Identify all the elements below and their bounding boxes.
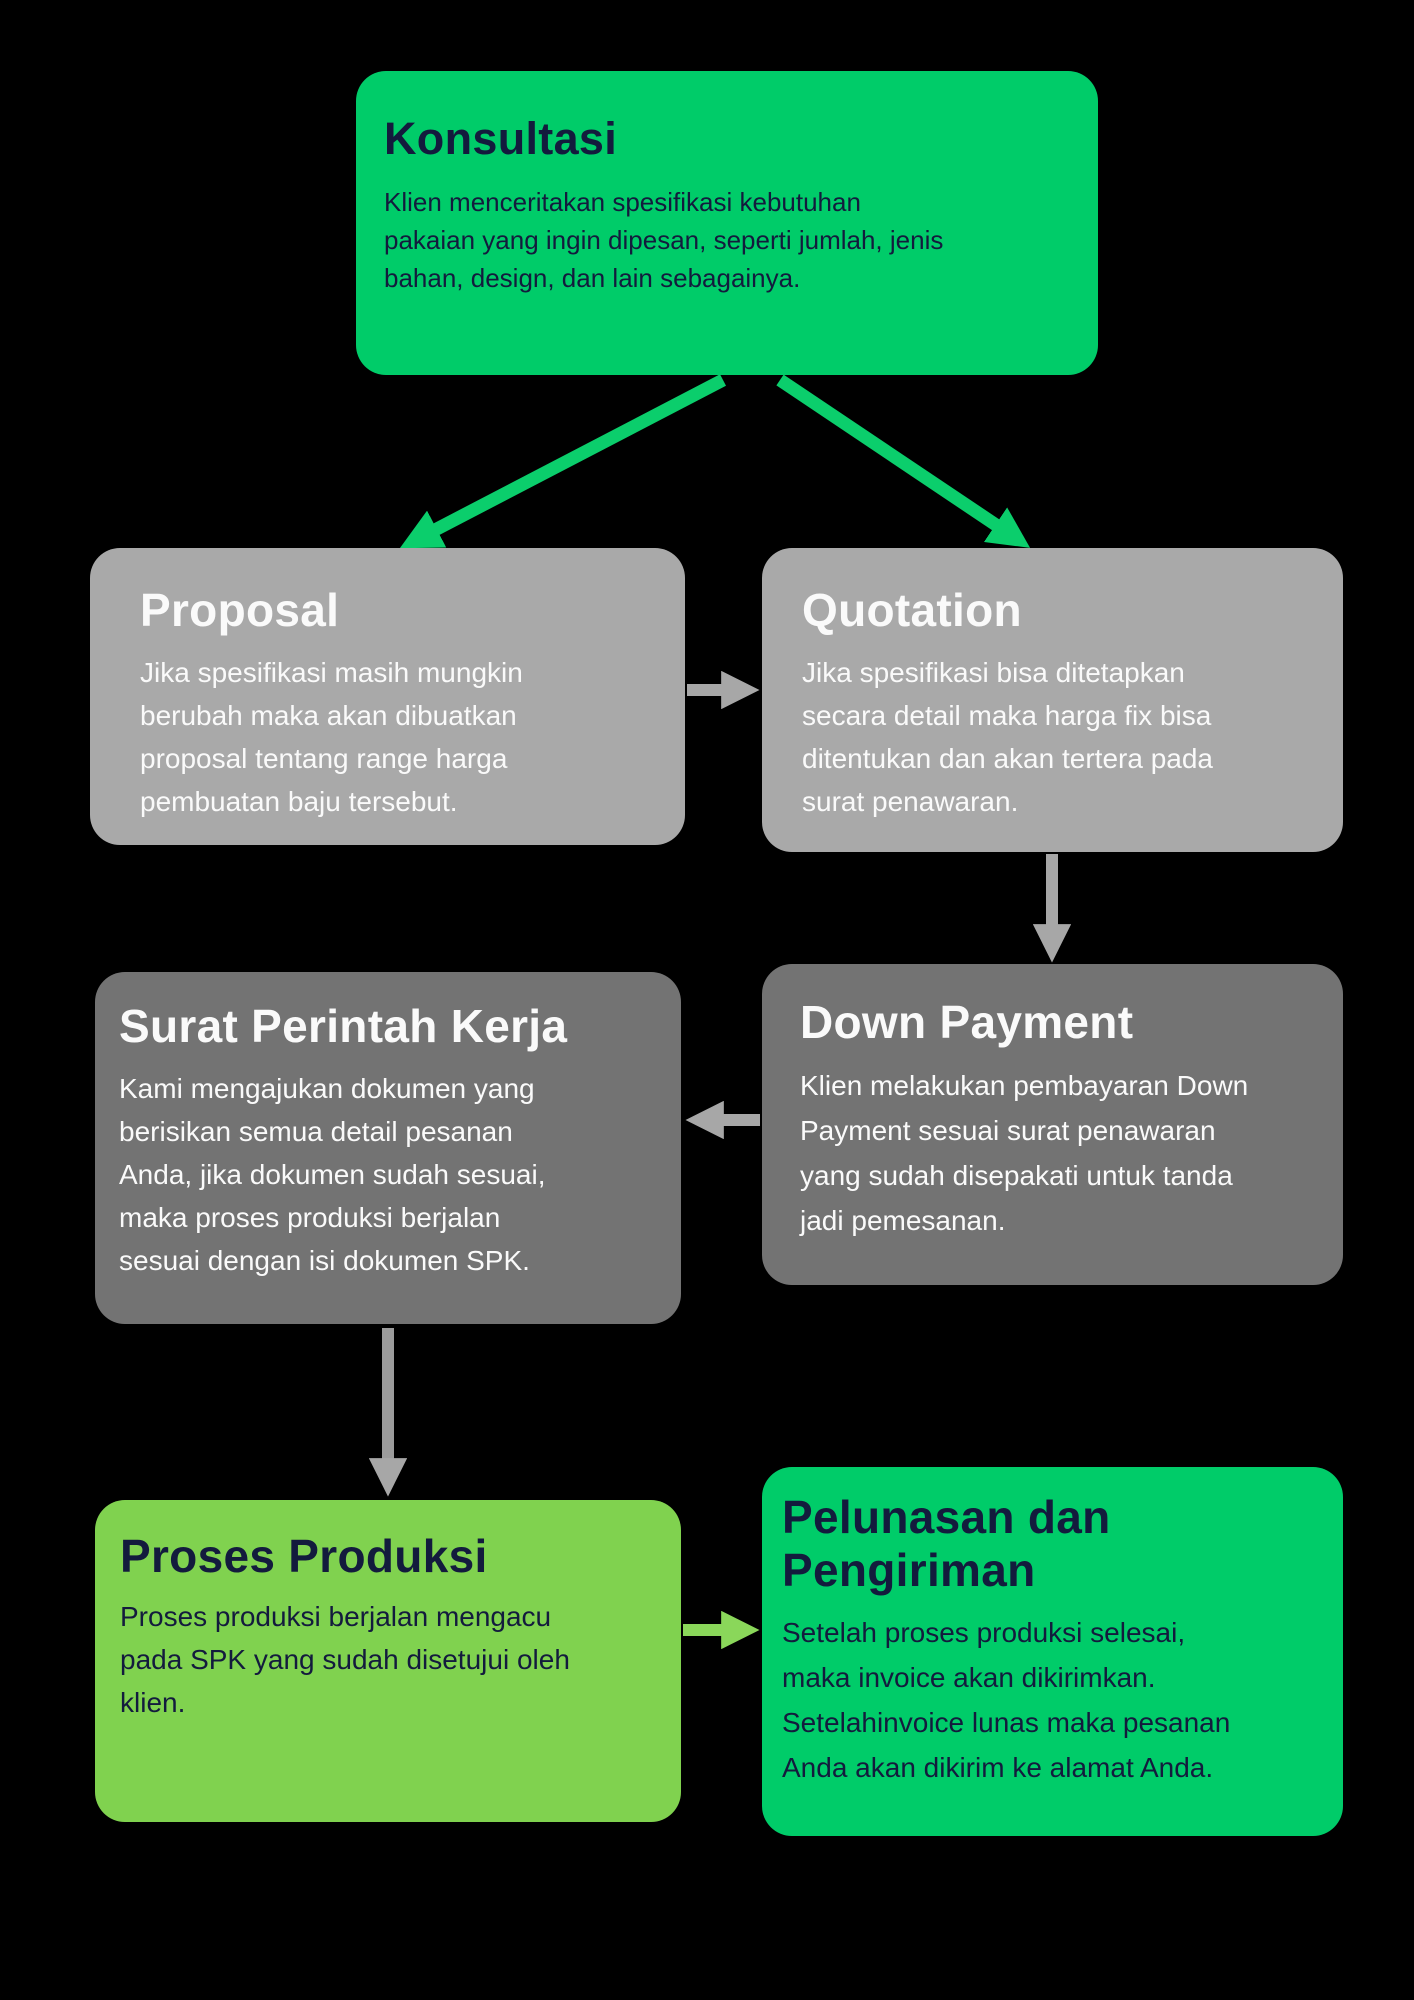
node-down-payment: Down Payment Klien melakukan pembayaran … xyxy=(762,964,1343,1285)
node-proses-body: Proses produksi berjalan mengacu pada SP… xyxy=(120,1601,570,1719)
node-konsultasi-body: Klien menceritakan spesifikasi kebutuhan… xyxy=(384,187,944,294)
node-quotation-body: Jika spesifikasi bisa ditetapkan secara … xyxy=(802,657,1213,818)
node-downpayment-body: Klien melakukan pembayaran Down Payment … xyxy=(800,1070,1249,1237)
node-surat-perintah-kerja: Surat Perintah Kerja Kami mengajukan dok… xyxy=(95,972,681,1324)
arrow-konsultasi-to-proposal xyxy=(399,374,727,549)
node-konsultasi-title: Konsultasi xyxy=(384,113,618,164)
node-proses-produksi: Proses Produksi Proses produksi berjalan… xyxy=(95,1500,681,1822)
node-quotation-title: Quotation xyxy=(802,584,1022,636)
node-konsultasi: Konsultasi Klien menceritakan spesifikas… xyxy=(356,71,1098,375)
arrow-konsultasi-to-quotation xyxy=(776,374,1031,548)
node-proposal: Proposal Jika spesifikasi masih mungkin … xyxy=(90,548,685,845)
node-spk-title: Surat Perintah Kerja xyxy=(119,1000,568,1052)
node-pelunasan-dan-pengiriman: Pelunasan dan Pengiriman Setelah proses … xyxy=(762,1467,1343,1836)
node-pelunasan-body: Setelah proses produksi selesai, maka in… xyxy=(782,1616,1231,1783)
node-pelunasan-title: Pelunasan dan Pengiriman xyxy=(782,1491,1111,1597)
node-proposal-title: Proposal xyxy=(140,584,340,636)
node-proses-title: Proses Produksi xyxy=(120,1530,488,1582)
node-quotation: Quotation Jika spesifikasi bisa ditetapk… xyxy=(762,548,1343,852)
node-spk-body: Kami mengajukan dokumen yang berisikan s… xyxy=(119,1073,546,1277)
node-proposal-body: Jika spesifikasi masih mungkin berubah m… xyxy=(140,657,523,818)
node-downpayment-title: Down Payment xyxy=(800,996,1134,1048)
